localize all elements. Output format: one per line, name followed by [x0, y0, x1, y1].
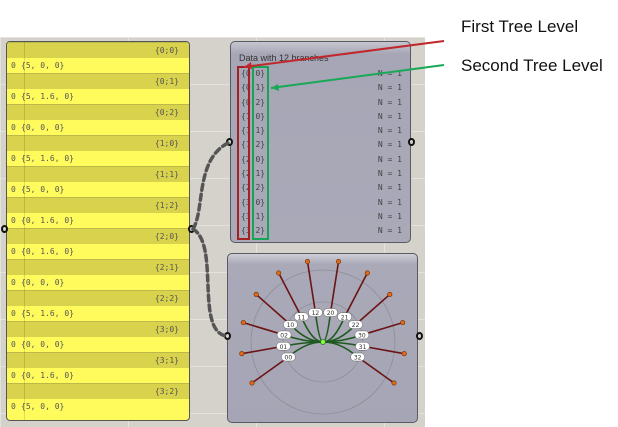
- branch-item: 0 {5, 0, 0}: [7, 399, 189, 414]
- row-count: N = 1: [377, 169, 402, 179]
- row-count: N = 1: [377, 97, 402, 107]
- branch-path: {2;2}: [7, 290, 189, 306]
- item-index: 0: [11, 402, 16, 411]
- tree-output-grip[interactable]: [416, 332, 423, 340]
- branch-item: 0 {0, 0, 0}: [7, 120, 189, 135]
- branch-item: 0 {0, 0, 0}: [7, 337, 189, 352]
- item-value: {0, 1.6, 0}: [21, 371, 74, 380]
- branch-path: {1;2}: [7, 197, 189, 213]
- branch-path: {1;0}: [7, 135, 189, 151]
- branch-item: 0 {5, 1.6, 0}: [7, 151, 189, 166]
- first-level-highlight: [237, 66, 250, 240]
- branch-path: {3;0}: [7, 321, 189, 337]
- first-tree-level-label: First Tree Level: [461, 17, 579, 36]
- item-value: {5, 0, 0}: [21, 185, 65, 194]
- tree-node-label: 30: [358, 332, 366, 339]
- row-count: N = 1: [377, 126, 402, 136]
- branch-item: 0 {0, 0, 0}: [7, 275, 189, 290]
- item-index: 0: [11, 123, 16, 132]
- row-count: N = 1: [377, 140, 402, 150]
- branch-path: {1;1}: [7, 166, 189, 182]
- item-value: {0, 0, 0}: [21, 340, 65, 349]
- branch-path: {2;1}: [7, 259, 189, 275]
- item-index: 0: [11, 92, 16, 101]
- tree-node-label: 11: [298, 314, 306, 321]
- branch-path: {3;1}: [7, 352, 189, 368]
- row-count: N = 1: [377, 197, 402, 207]
- tree-node-label: 10: [287, 322, 295, 329]
- tree-node-label: 22: [352, 322, 360, 329]
- branch-item: 0 {0, 1.6, 0}: [7, 213, 189, 228]
- first-level-arrow: [243, 40, 445, 68]
- row-count: N = 1: [377, 69, 402, 78]
- branch-path: {0;1}: [7, 73, 189, 89]
- item-index: 0: [11, 340, 16, 349]
- row-count: N = 1: [377, 226, 402, 236]
- branch-path: {0;2}: [7, 104, 189, 120]
- tree-node-label: 32: [354, 355, 362, 362]
- viewer-output-grip[interactable]: [408, 138, 415, 146]
- wire-to-viewer: [191, 141, 230, 231]
- tree-node-label: 02: [280, 332, 288, 339]
- item-index: 0: [11, 185, 16, 194]
- tree-node-label: 01: [280, 344, 288, 351]
- row-count: N = 1: [377, 211, 402, 221]
- item-value: {5, 0, 0}: [21, 61, 65, 70]
- row-count: N = 1: [377, 83, 402, 93]
- item-value: {0, 1.6, 0}: [21, 216, 74, 225]
- tree-node-label: 20: [327, 310, 335, 317]
- branch-path: {2;0}: [7, 228, 189, 244]
- row-count: N = 1: [377, 111, 402, 121]
- item-value: {5, 1.6, 0}: [21, 309, 74, 318]
- item-index: 0: [11, 216, 16, 225]
- tree-node-label: 12: [312, 310, 320, 317]
- tree-node-label: 21: [341, 314, 349, 321]
- row-count: N = 1: [377, 154, 402, 164]
- second-level-arrow: [270, 64, 445, 89]
- item-index: 0: [11, 371, 16, 380]
- item-value: {0, 0, 0}: [21, 278, 65, 287]
- tree-node-label: 31: [359, 344, 367, 351]
- branch-item: 0 {5, 1.6, 0}: [7, 89, 189, 104]
- viewer-title: Data with 12 branches: [239, 53, 329, 63]
- item-value: {5, 1.6, 0}: [21, 154, 74, 163]
- item-index: 0: [11, 309, 16, 318]
- second-level-highlight: [252, 66, 269, 240]
- item-value: {0, 0, 0}: [21, 123, 65, 132]
- item-value: {0, 1.6, 0}: [21, 247, 74, 256]
- item-index: 0: [11, 247, 16, 256]
- branch-item: 0 {5, 0, 0}: [7, 182, 189, 197]
- branch-item: 0 {5, 0, 0}: [7, 58, 189, 73]
- data-panel[interactable]: {0;0} 0 {5, 0, 0} {0;1} 0 {5, 1.6, 0} {0;2} 0 {0…: [6, 41, 190, 421]
- row-count: N = 1: [377, 183, 402, 193]
- branch-item: 0 {0, 1.6, 0}: [7, 244, 189, 259]
- panel-input-grip[interactable]: [1, 225, 8, 233]
- branch-path: {0;0}: [7, 42, 189, 58]
- item-index: 0: [11, 278, 16, 287]
- item-value: {5, 1.6, 0}: [21, 92, 74, 101]
- panel-index-divider: [24, 42, 25, 420]
- item-value: {5, 0, 0}: [21, 402, 65, 411]
- branch-path: {3;2}: [7, 383, 189, 399]
- item-index: 0: [11, 154, 16, 163]
- item-index: 0: [11, 61, 16, 70]
- branch-item: 0 {5, 1.6, 0}: [7, 306, 189, 321]
- second-tree-level-label: Second Tree Level: [461, 56, 603, 75]
- branch-item: 0 {0, 1.6, 0}: [7, 368, 189, 383]
- tree-node-label: 00: [285, 355, 293, 362]
- wire-to-tree: [191, 227, 228, 338]
